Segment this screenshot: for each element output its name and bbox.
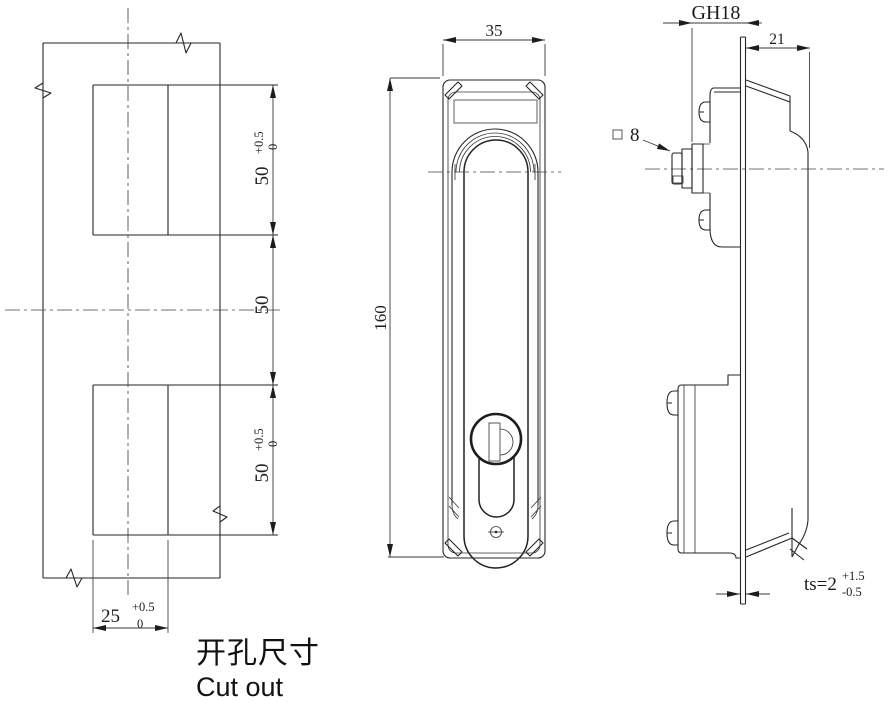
dim-value: 50 — [252, 296, 273, 315]
callout-square-spindle: 8 — [612, 125, 671, 152]
dim-tol-minus: 0 — [266, 144, 280, 150]
spindle-flange — [681, 148, 693, 189]
cylinder-housing — [478, 457, 515, 518]
title-zh: 开孔尺寸 — [196, 637, 320, 670]
side-view: GH18 21 8 ts=2 +1.5 -0.5 — [612, 2, 884, 605]
dim-tol-minus: -0.5 — [842, 585, 862, 599]
cutout-dimensions — [93, 85, 276, 631]
dim-panel-thickness: ts=2 +1.5 -0.5 — [716, 569, 865, 599]
cylinder-housing-side — [666, 374, 740, 559]
dim-value: 8 — [630, 125, 640, 146]
front-view: 35 160 — [371, 21, 561, 569]
dim-protrusion: 21 — [746, 31, 810, 148]
spindle-end — [671, 152, 683, 185]
drawing-title: 开孔尺寸 Cut out — [196, 637, 320, 702]
break-mark — [65, 568, 83, 588]
square-shaft-icon — [612, 129, 623, 140]
break-mark — [34, 82, 52, 99]
cutout-openings — [92, 84, 278, 633]
dim-value: 50 — [252, 167, 273, 186]
dim-lower-cutout-height: 50 +0.5 0 — [252, 428, 280, 482]
key-slot — [488, 422, 514, 462]
break-mark — [212, 505, 228, 523]
handle-body-inner — [447, 91, 541, 554]
dim-value: 25 — [101, 606, 120, 627]
dim-tol-plus: +0.5 — [252, 131, 266, 154]
dim-cutout-spacing: 50 — [252, 296, 273, 315]
front-dimensions: 35 160 — [371, 21, 546, 558]
spindle-washer — [691, 143, 704, 194]
dim-value: 50 — [252, 464, 273, 483]
label-window — [453, 99, 538, 124]
cutout-view: 50 +0.5 0 50 50 +0.5 0 25 +0.5 0 — [5, 8, 282, 633]
dim-tol-minus: 0 — [266, 441, 280, 447]
dim-handle-width: 35 — [486, 21, 503, 40]
dim-tol-plus: +0.5 — [132, 600, 155, 614]
spindle-detail — [672, 175, 684, 184]
lock-body — [671, 87, 740, 248]
dim-cutout-width: 25 +0.5 0 — [101, 600, 155, 631]
dim-upper-cutout-height: 50 +0.5 0 — [252, 131, 280, 185]
dim-tol-minus: 0 — [137, 617, 143, 631]
handle-body-outer — [442, 79, 546, 559]
dim-handle-height: 160 — [371, 305, 390, 331]
panel-outline — [34, 32, 228, 588]
handle-grip — [463, 139, 529, 569]
break-mark — [175, 32, 192, 54]
lock-cylinder — [469, 412, 523, 466]
mounting-panel — [739, 36, 747, 605]
corner-chamfers — [444, 81, 544, 557]
dim-tol-plus: +0.5 — [252, 428, 266, 451]
dim-value: 21 — [769, 31, 785, 48]
dim-value: GH18 — [692, 2, 741, 24]
dim-tol-plus: +1.5 — [842, 569, 865, 583]
handle-slot — [448, 128, 542, 520]
screw — [488, 526, 504, 538]
title-en: Cut out — [196, 672, 284, 702]
dim-grip-height: GH18 — [663, 2, 762, 142]
handle-side-profile — [745, 79, 809, 561]
dim-value: ts=2 — [804, 574, 837, 595]
